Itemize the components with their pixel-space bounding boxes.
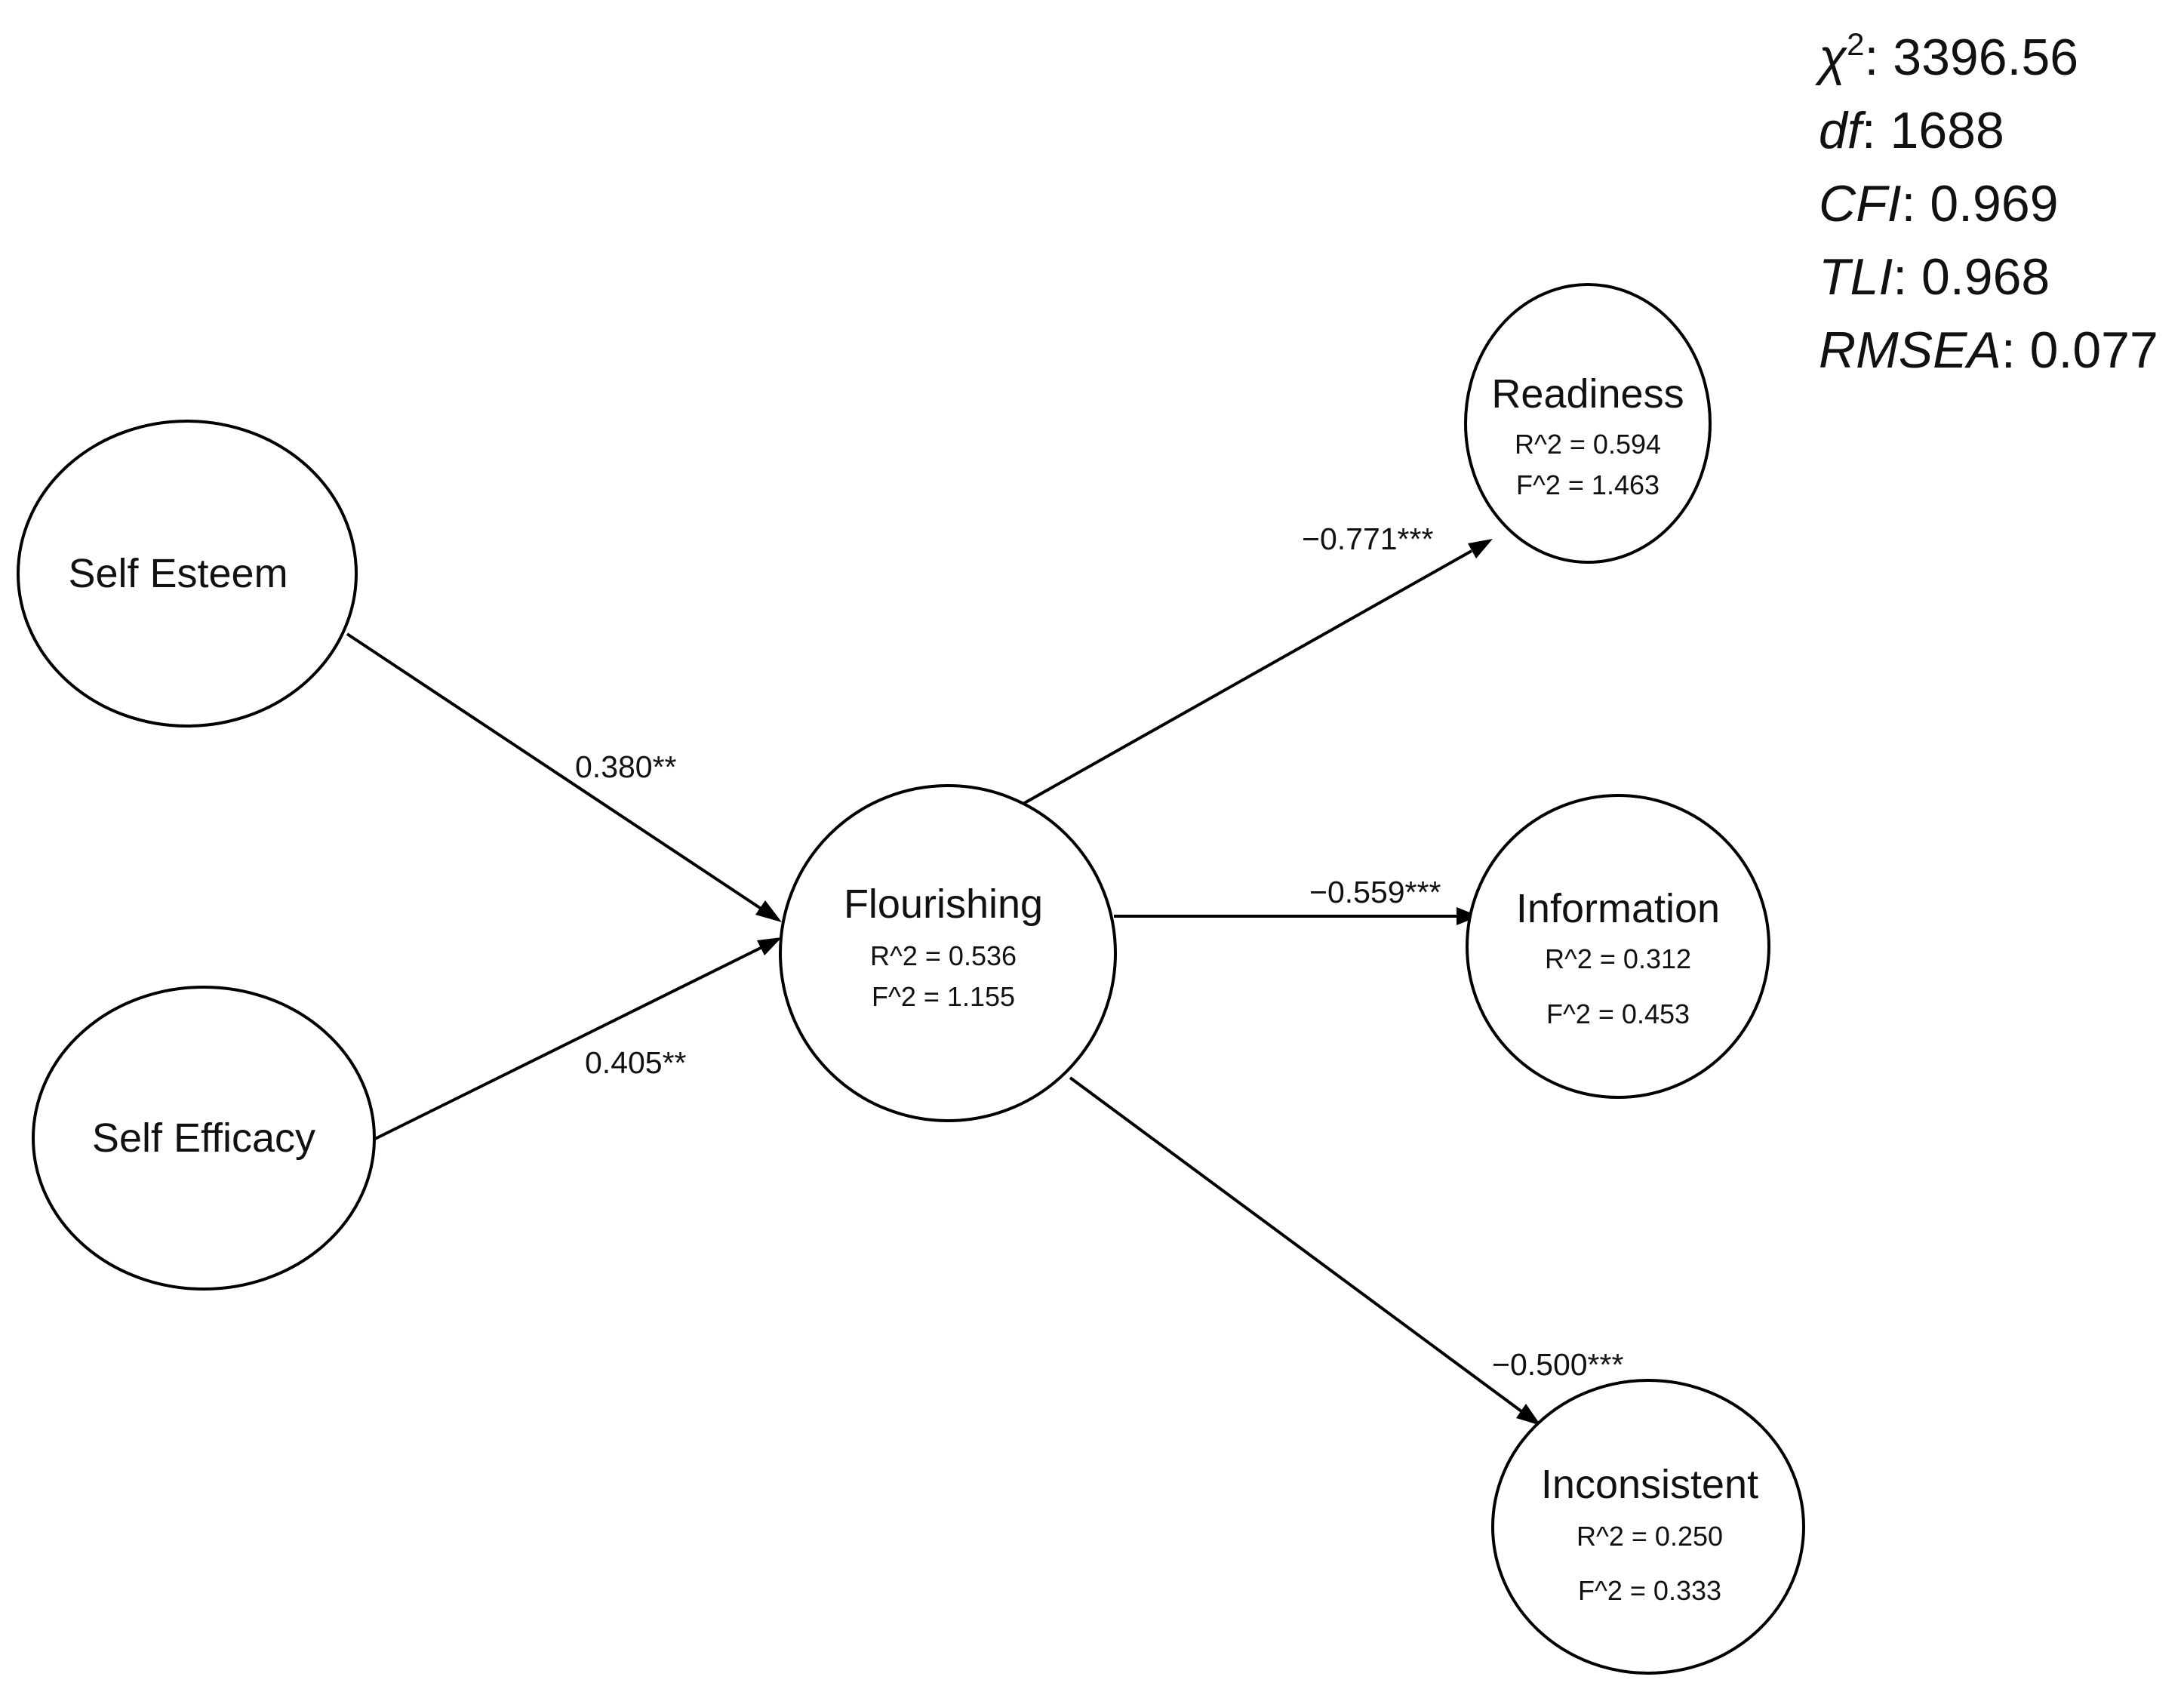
fit-value: 0.077	[2029, 321, 2158, 379]
node-information: Information R^2 = 0.312 F^2 = 0.453	[1466, 794, 1770, 1099]
arrowhead-efficacy-flourishing	[757, 937, 782, 955]
inconsistent-f2: F^2 = 0.333	[1578, 1575, 1721, 1606]
coef-flourishing-inconsistent: −0.500***	[1492, 1347, 1623, 1382]
node-inconsistent: Inconsistent R^2 = 0.250 F^2 = 0.333	[1491, 1379, 1805, 1675]
node-flourishing: Flourishing R^2 = 0.536 F^2 = 1.155	[779, 784, 1117, 1122]
fit-separator: :	[1901, 175, 1930, 232]
edge-efficacy-flourishing	[373, 946, 763, 1141]
flourishing-label: Flourishing	[844, 881, 1043, 927]
fit-separator: :	[1861, 102, 1890, 159]
edge-esteem-flourishing	[346, 632, 764, 911]
fit-df: df: 1688	[1819, 94, 2158, 168]
readiness-label: Readiness	[1491, 371, 1684, 417]
fit-value: 1688	[1890, 102, 2004, 159]
fit-key: χ	[1819, 29, 1847, 86]
arrowhead-flourishing-inconsistent	[1516, 1404, 1541, 1426]
information-f2: F^2 = 0.453	[1546, 998, 1690, 1029]
coef-esteem-flourishing: 0.380**	[575, 749, 677, 784]
self-esteem-label: Self Esteem	[68, 551, 288, 596]
fit-key: RMSEA	[1819, 321, 2001, 379]
inconsistent-shape	[1491, 1379, 1805, 1675]
fit-chi-square: χ2: 3396.56	[1819, 8, 2158, 94]
fit-value: 3396.56	[1893, 29, 2079, 86]
fit-separator: :	[1893, 248, 1922, 306]
fit-value: 0.969	[1930, 175, 2059, 232]
node-readiness: Readiness R^2 = 0.594 F^2 = 1.463	[1464, 283, 1712, 564]
information-r2: R^2 = 0.312	[1545, 943, 1691, 974]
fit-rmsea: RMSEA: 0.077	[1819, 314, 2158, 387]
edges	[346, 539, 1541, 1426]
fit-separator: :	[2001, 321, 2030, 379]
coef-efficacy-flourishing: 0.405**	[585, 1045, 687, 1080]
arrowhead-flourishing-information	[1457, 907, 1479, 925]
node-self-efficacy: Self Efficacy	[32, 986, 376, 1291]
flourishing-r2: R^2 = 0.536	[870, 940, 1017, 971]
information-shape	[1466, 794, 1770, 1099]
arrowhead-esteem-flourishing	[755, 900, 782, 922]
fit-key: CFI	[1819, 175, 1902, 232]
fit-indices: χ2: 3396.56 df: 1688 CFI: 0.969 TLI: 0.9…	[1819, 8, 2158, 387]
edge-flourishing-readiness	[1009, 549, 1472, 813]
fit-key: TLI	[1819, 248, 1893, 306]
fit-superscript: 2	[1847, 26, 1865, 62]
flourishing-f2: F^2 = 1.155	[872, 981, 1015, 1012]
inconsistent-r2: R^2 = 0.250	[1576, 1521, 1723, 1552]
fit-cfi: CFI: 0.969	[1819, 168, 2158, 241]
self-esteem-shape	[17, 420, 358, 728]
self-efficacy-label: Self Efficacy	[92, 1115, 315, 1161]
path-coefficients: 0.380** 0.405** −0.771*** −0.559*** −0.5…	[575, 521, 1623, 1382]
information-label: Information	[1516, 886, 1720, 931]
fit-value: 0.968	[1921, 248, 2050, 306]
fit-separator: :	[1864, 29, 1893, 86]
fit-key: df	[1819, 102, 1862, 159]
coef-flourishing-readiness: −0.771***	[1302, 521, 1433, 556]
readiness-r2: R^2 = 0.594	[1515, 429, 1661, 460]
readiness-f2: F^2 = 1.463	[1516, 469, 1660, 500]
inconsistent-label: Inconsistent	[1541, 1462, 1758, 1507]
coef-flourishing-information: −0.559***	[1309, 875, 1441, 909]
node-self-esteem: Self Esteem	[17, 420, 358, 728]
self-efficacy-shape	[32, 986, 376, 1291]
fit-tli: TLI: 0.968	[1819, 241, 2158, 314]
flourishing-shape	[779, 784, 1117, 1122]
readiness-shape	[1464, 283, 1712, 564]
edge-flourishing-inconsistent	[1069, 1076, 1523, 1413]
arrowhead-flourishing-readiness	[1468, 539, 1493, 558]
